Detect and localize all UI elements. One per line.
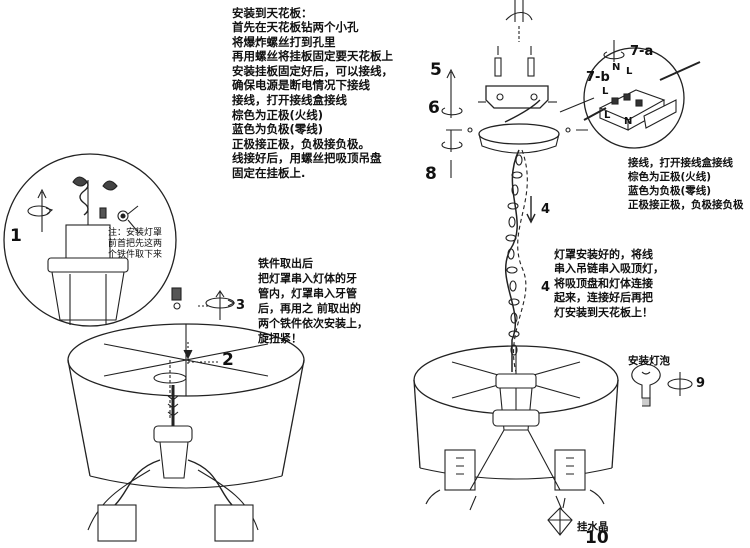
iron-line: 铁件取出后 <box>258 257 313 270</box>
iron-note: 铁件取出后 把灯罩串入灯体的牙 管内，灯罩串入牙管 后，再用之 前取出的 两个铁… <box>258 256 368 346</box>
up-arrow-icon <box>446 68 456 96</box>
step-9: 9 <box>696 376 706 391</box>
crystal-label: 挂水晶 <box>577 521 609 533</box>
ceiling-line: 正极接正极，负极接负极。 <box>232 136 370 151</box>
iron-part-icon <box>72 176 139 233</box>
step-8: 8 <box>425 164 437 184</box>
circle-note: 注：安装灯罩 前首把先这两 个铁件取下来 <box>108 228 162 261</box>
terminal-l2: L <box>626 66 633 77</box>
ceiling-hardware <box>446 0 588 154</box>
down-arrow-icon <box>183 342 218 366</box>
shade-line: 起来，连接好后再把 <box>554 291 653 305</box>
bulb-icon <box>631 363 693 407</box>
step-10: 10 <box>585 528 609 548</box>
ceiling-install-text: 首先在天花板钻两个小孔 将爆炸螺丝打到孔里 再用螺丝将挂板固定要天花板上 安装挂… <box>232 20 393 181</box>
iron-line: 管内，灯罩串入牙管 <box>258 287 357 300</box>
shade-line: 灯安装到天花板上！ <box>554 305 653 319</box>
right-lamp <box>413 345 619 511</box>
iron-line: 旋扭紧！ <box>258 332 302 345</box>
ceiling-line: 线接好后，用螺丝把吸顶吊盘 <box>232 151 382 166</box>
ceiling-line: 固定在挂板上. <box>232 165 306 180</box>
rotate-arrow-icon <box>27 188 54 232</box>
ceiling-line: 首先在天花板钻两个小孔 <box>232 20 359 34</box>
ceiling-line: 接线，打开接线盒接线 <box>232 92 347 107</box>
wiring-line: 接线，打开接线盒接线 <box>628 157 733 169</box>
iron-line: 两个铁件依次安装上， <box>258 317 368 330</box>
terminal-n: N <box>612 62 621 73</box>
chain <box>505 149 528 373</box>
terminal-l1: L <box>602 86 609 97</box>
ceiling-line: 再用螺丝将挂板固定要天花板上 <box>232 49 393 64</box>
step-6: 6 <box>428 98 440 118</box>
detail-circle <box>3 153 177 327</box>
crystal-icon <box>547 497 573 536</box>
circle-note-line: 注：安装灯罩 <box>108 228 163 238</box>
rotate-icon-7a <box>603 40 625 62</box>
shade-line: 灯罩安装好的，将线 <box>554 248 653 261</box>
ceiling-line: 确保电源是断电情况下接线 <box>232 78 370 93</box>
step-7a: 7-a <box>630 44 654 59</box>
circle-note-line: 前首把先这两 <box>108 239 163 249</box>
step-5: 5 <box>430 60 442 80</box>
terminal-n2: N <box>624 116 633 127</box>
ceiling-line: 将爆炸螺丝打到孔里 <box>232 34 336 49</box>
ceiling-line: 蓝色为负极(零线) <box>232 122 324 137</box>
shade-note: 灯罩安装好的，将线 串入吊链串入吸顶灯， 将吸顶盘和灯体连接 起来，连接好后再把… <box>554 248 664 320</box>
circle-note-line: 个铁件取下来 <box>108 250 163 260</box>
terminal-detail <box>559 47 701 149</box>
wiring-line: 正极接正极，负极接负极 <box>628 199 744 211</box>
left-lamp <box>67 323 305 542</box>
ceiling-line: 棕色为正极(火线) <box>232 107 324 122</box>
nut-rotate-icon <box>171 287 236 320</box>
step-2: 2 <box>222 350 234 370</box>
wiring-line: 棕色为正极(火线) <box>628 171 712 183</box>
step-7b: 7-b <box>586 70 610 85</box>
step-4a: 4 <box>541 202 551 217</box>
down-arrow-4-icon <box>526 196 536 224</box>
shade-line: 串入吊链串入吸顶灯， <box>554 262 664 276</box>
bulb-label: 安装灯泡 <box>628 355 670 367</box>
wiring-note: 接线，打开接线盒接线 棕色为正极(火线) 蓝色为负极(零线) 正极接正极，负极接… <box>628 156 744 212</box>
shade-line: 将吸顶盘和灯体连接 <box>554 276 653 290</box>
wiring-line: 蓝色为负极(零线) <box>628 185 712 197</box>
rotate-icon-7b <box>441 130 463 152</box>
ceiling-install-title: 安装到天花板： <box>232 6 313 20</box>
rotate-icon-6 <box>441 96 463 118</box>
ceiling-line: 安装挂板固定好后，可以接线， <box>232 63 393 78</box>
step-1: 1 <box>10 226 22 246</box>
step-3: 3 <box>236 298 246 313</box>
iron-line: 后，再用之 前取出的 <box>258 302 361 315</box>
step-4b: 4 <box>541 280 551 295</box>
iron-line: 把灯罩串入灯体的牙 <box>258 272 357 285</box>
terminal-l3: L <box>604 110 611 121</box>
